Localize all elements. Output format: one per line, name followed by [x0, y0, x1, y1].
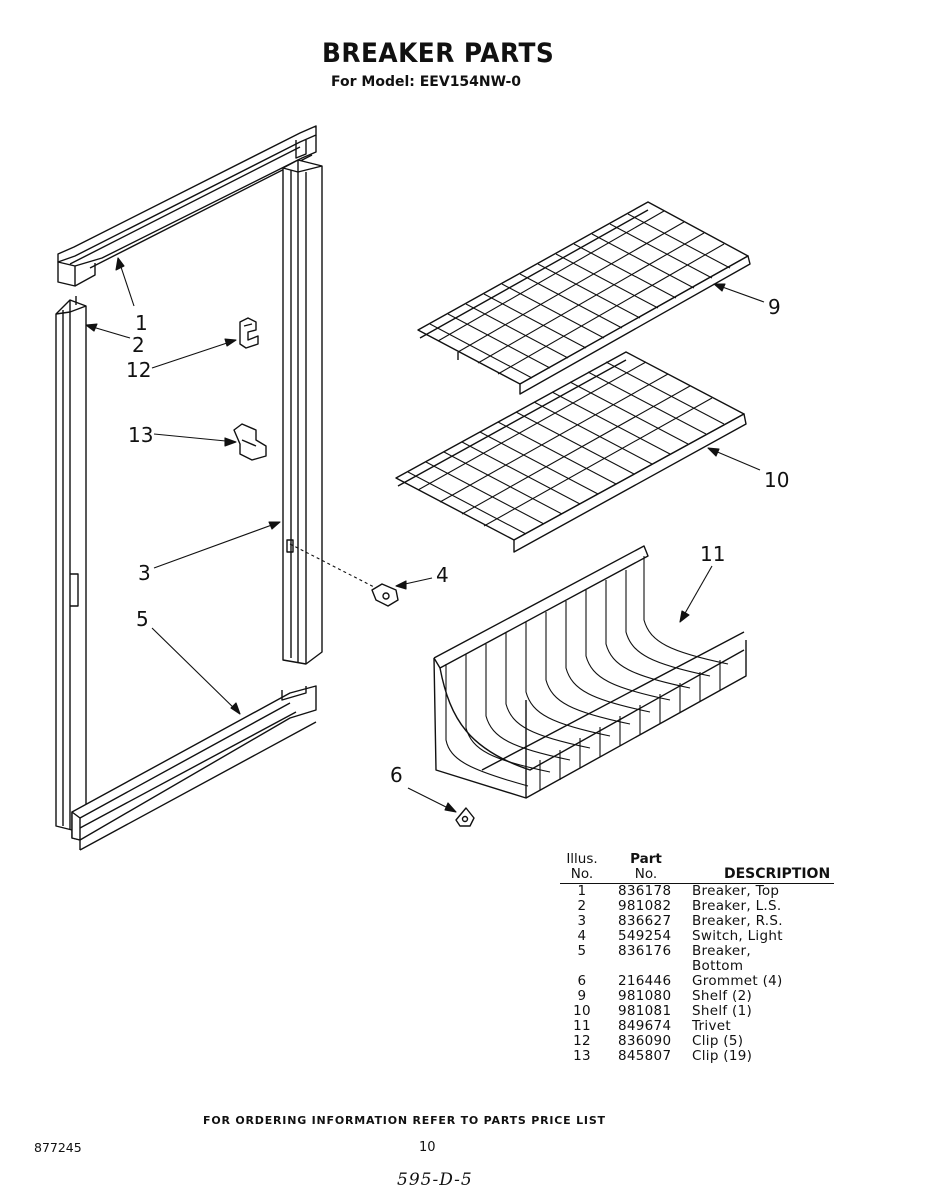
- part-no: 981081: [618, 1003, 672, 1019]
- shelf-lower-part: [395, 351, 747, 553]
- clip-small-part: [239, 317, 259, 349]
- part-no: 836178: [618, 883, 672, 899]
- part-description: Clip (19): [692, 1048, 753, 1064]
- breaker-bottom-part: [71, 685, 317, 851]
- part-description: Breaker, R.S.: [692, 913, 783, 929]
- document-number: 877245: [34, 1140, 82, 1155]
- part-no: 216446: [618, 973, 672, 989]
- callout-10: 10: [764, 468, 789, 492]
- part-no: 836627: [618, 913, 672, 929]
- illus-no: 13: [573, 1048, 591, 1064]
- illus-no: 12: [573, 1033, 591, 1049]
- part-description: Grommet (4): [692, 973, 783, 989]
- trivet-part: [433, 545, 747, 799]
- part-header-top: Part: [630, 851, 662, 867]
- callout-6: 6: [390, 763, 403, 787]
- part-no: [604, 959, 688, 974]
- illus-no: 3: [577, 913, 587, 929]
- description-header: DESCRIPTION: [688, 867, 835, 884]
- table-row: 1 836178 Breaker, Top: [560, 884, 834, 900]
- table-row: 4 549254 Switch, Light: [560, 929, 834, 944]
- table-row: 11 849674 Trivet: [560, 1019, 834, 1034]
- illus-no: 9: [577, 988, 587, 1004]
- breaker-top-part: [57, 125, 317, 287]
- grommet-part: [455, 807, 475, 827]
- part-description: Clip (5): [692, 1033, 744, 1049]
- part-no: 845807: [618, 1048, 672, 1064]
- illus-header-top: Illus.: [566, 851, 598, 867]
- callout-12: 12: [126, 358, 151, 382]
- table-row: 2 981082 Breaker, L.S.: [560, 899, 834, 914]
- callout-9: 9: [768, 295, 781, 319]
- part-description: Breaker,: [692, 943, 751, 959]
- page-number: 10: [419, 1140, 436, 1155]
- table-row: 3 836627 Breaker, R.S.: [560, 914, 834, 929]
- breaker-right-side-part: [282, 159, 323, 665]
- clip-large-part: [233, 423, 267, 461]
- part-no: 849674: [618, 1018, 672, 1034]
- table-row: 5 836176 Breaker,: [560, 944, 834, 959]
- part-description: Shelf (2): [692, 988, 753, 1004]
- illus-no: 5: [577, 943, 587, 959]
- callout-2: 2: [132, 333, 145, 357]
- part-no: 549254: [618, 928, 672, 944]
- part-description: Bottom: [692, 958, 744, 974]
- callout-3: 3: [138, 561, 151, 585]
- part-no: 981080: [618, 988, 672, 1004]
- callout-5: 5: [136, 607, 149, 631]
- table-row: 10 981081 Shelf (1): [560, 1004, 834, 1019]
- part-description: Trivet: [692, 1018, 731, 1034]
- callout-11: 11: [700, 542, 725, 566]
- empty-header-cell: [688, 852, 834, 867]
- leader-lines: [85, 257, 765, 813]
- part-description: Breaker, Top: [692, 883, 780, 899]
- callout-4: 4: [436, 563, 449, 587]
- table-row: 9 981080 Shelf (2): [560, 989, 834, 1004]
- illus-no: [560, 959, 604, 974]
- table-row: 13 845807 Clip (19): [560, 1049, 834, 1064]
- ordering-info-note: FOR ORDERING INFORMATION REFER TO PARTS …: [203, 1114, 606, 1127]
- part-no: 981082: [618, 898, 672, 914]
- table-row: Bottom: [560, 959, 834, 974]
- illus-no: 10: [573, 1003, 591, 1019]
- shelf-upper-part: [417, 201, 751, 395]
- callout-1: 1: [135, 311, 148, 335]
- illus-no: 2: [577, 898, 587, 914]
- breaker-left-side-part: [55, 296, 87, 831]
- illus-no: 4: [577, 928, 587, 944]
- page-title: BREAKER PARTS: [322, 38, 555, 69]
- table-row: 12 836090 Clip (5): [560, 1034, 834, 1049]
- illus-header-bottom: No.: [560, 867, 604, 884]
- part-no: 836090: [618, 1033, 672, 1049]
- table-row: 6 216446 Grommet (4): [560, 974, 834, 989]
- light-switch-part: [371, 583, 399, 607]
- illus-no: 11: [573, 1018, 591, 1034]
- illus-no: 6: [577, 973, 587, 989]
- part-description: Switch, Light: [692, 928, 783, 944]
- part-description: Breaker, L.S.: [692, 898, 782, 914]
- part-header-bottom: No.: [604, 867, 688, 884]
- part-description: Shelf (1): [692, 1003, 753, 1019]
- handwritten-code: 595-D-5: [397, 1170, 473, 1190]
- part-no: 836176: [618, 943, 672, 959]
- model-subtitle: For Model: EEV154NW-0: [331, 74, 521, 90]
- callout-labels: 1 2 12 13 3 4 5 6 9 10 11: [126, 295, 789, 787]
- illus-no: 1: [577, 883, 587, 899]
- callout-13: 13: [128, 423, 153, 447]
